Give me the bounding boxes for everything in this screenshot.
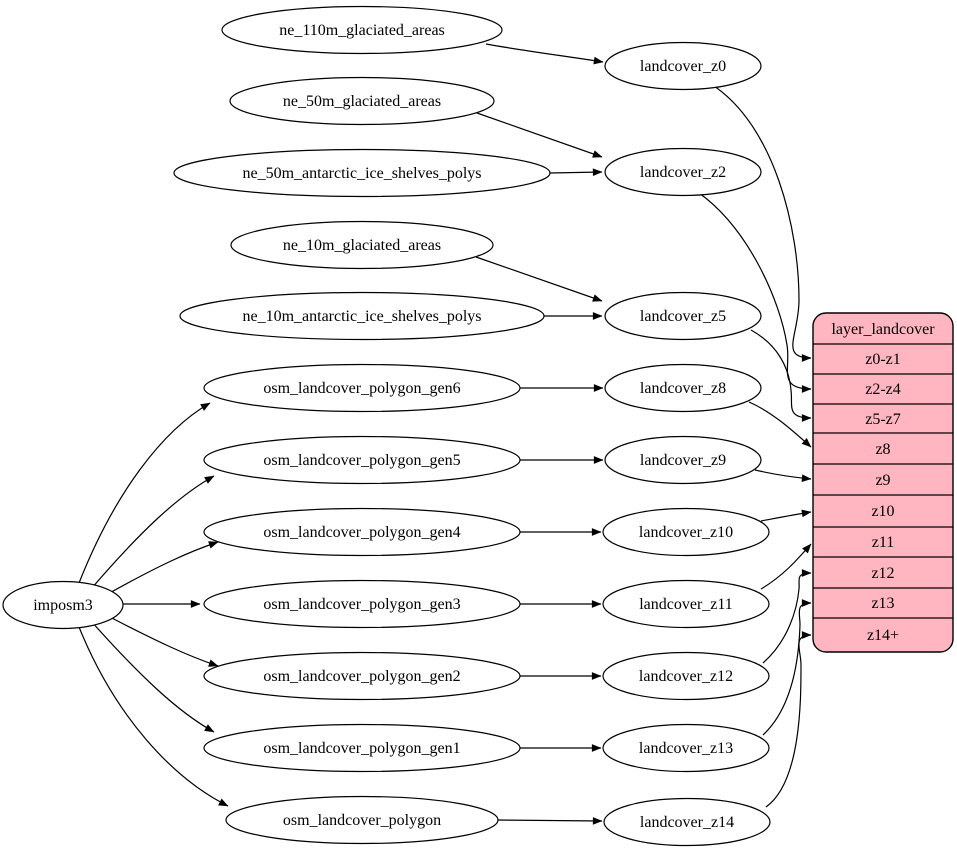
node-imposm3-label: imposm3: [33, 597, 93, 614]
table-row-z12: z12: [871, 565, 894, 582]
node-label: osm_landcover_polygon_gen4: [263, 524, 460, 541]
edges-layer: [78, 43, 812, 825]
edge-z14-to-row-z14plus: [765, 631, 812, 808]
node-landcover-z14: landcover_z14: [603, 797, 771, 847]
node-label: landcover_z10: [639, 524, 733, 541]
edge-ne10m-glaciated-to-z5: [475, 256, 603, 302]
node-landcover-z2: landcover_z2: [604, 147, 762, 197]
node-label: landcover_z8: [640, 380, 726, 397]
node-ne-10m-antarctic-ice-shelves-polys: ne_10m_antarctic_ice_shelves_polys: [179, 291, 545, 341]
node-label: osm_landcover_polygon_gen3: [263, 596, 460, 613]
node-ne-50m-glaciated-areas: ne_50m_glaciated_areas: [229, 76, 495, 126]
node-label: landcover_z14: [640, 814, 734, 831]
edge-z0-to-row-z0z1: [710, 83, 812, 362]
node-osm-landcover-polygon-gen1: osm_landcover_polygon_gen1: [203, 723, 521, 773]
node-label: osm_landcover_polygon: [283, 812, 441, 829]
node-label: osm_landcover_polygon_gen2: [263, 668, 460, 685]
node-osm-landcover-polygon-gen2: osm_landcover_polygon_gen2: [203, 651, 521, 701]
node-label: osm_landcover_polygon_gen1: [263, 740, 460, 757]
node-osm-landcover-polygon: osm_landcover_polygon: [225, 795, 499, 845]
edge-imposm3-to-gen6: [78, 402, 211, 584]
node-label: landcover_z13: [639, 740, 733, 757]
node-osm-landcover-polygon-gen4: osm_landcover_polygon_gen4: [203, 507, 521, 557]
node-landcover-z12: landcover_z12: [602, 651, 770, 701]
node-imposm3: imposm3: [2, 580, 124, 630]
node-label: ne_10m_antarctic_ice_shelves_polys: [242, 308, 481, 325]
node-osm-landcover-polygon-gen3: osm_landcover_polygon_gen3: [203, 579, 521, 629]
edge-z13-to-row-z13: [762, 599, 812, 736]
node-label: ne_10m_glaciated_areas: [283, 237, 441, 254]
edge-imposm3-to-gen4: [103, 541, 219, 597]
edge-polygon-to-z14: [497, 817, 603, 825]
table-row-z8: z8: [875, 441, 890, 458]
edge-imposm3-to-gen2: [103, 613, 219, 667]
table-row-z9: z9: [875, 472, 890, 489]
node-landcover-z8: landcover_z8: [604, 363, 762, 413]
edge-z11-to-row-z11: [760, 543, 812, 590]
node-landcover-z9: landcover_z9: [604, 435, 762, 485]
nodes-layer: imposm3 ne_110m_glaciated_areas ne_50m_g…: [2, 5, 771, 847]
edge-z5-to-row-z5z7: [750, 329, 812, 422]
node-label: ne_50m_antarctic_ice_shelves_polys: [242, 165, 481, 182]
node-ne-110m-glaciated-areas: ne_110m_glaciated_areas: [221, 5, 503, 55]
edge-ne50m-antarctic-to-z2: [549, 168, 603, 177]
node-ne-10m-glaciated-areas: ne_10m_glaciated_areas: [230, 220, 494, 270]
node-landcover-z0: landcover_z0: [604, 41, 762, 91]
node-landcover-z13: landcover_z13: [602, 723, 770, 773]
table-title: layer_landcover: [831, 321, 935, 338]
node-label: ne_50m_glaciated_areas: [283, 93, 441, 110]
table-row-z10: z10: [871, 503, 894, 520]
node-ne-50m-antarctic-ice-shelves-polys: ne_50m_antarctic_ice_shelves_polys: [173, 148, 551, 198]
node-label: landcover_z2: [640, 164, 726, 181]
node-label: ne_110m_glaciated_areas: [279, 22, 445, 39]
node-label: landcover_z0: [640, 58, 726, 75]
node-label: landcover_z5: [640, 308, 726, 325]
node-label: osm_landcover_polygon_gen6: [263, 380, 460, 397]
table-row-z13: z13: [871, 595, 894, 612]
node-label: osm_landcover_polygon_gen5: [263, 452, 460, 469]
edge-z8-to-row-z8: [748, 401, 812, 448]
node-osm-landcover-polygon-gen6: osm_landcover_polygon_gen6: [203, 363, 521, 413]
table-row-z5-z7: z5-z7: [865, 411, 901, 428]
node-landcover-z10: landcover_z10: [602, 507, 770, 557]
table-row-z14plus: z14+: [867, 627, 899, 644]
edge-imposm3-to-gen1: [90, 620, 215, 733]
edge-imposm3-to-polygon: [78, 626, 229, 807]
edge-z9-to-row-z9: [754, 469, 812, 482]
table-layer-landcover: layer_landcover z0-z1 z2-z4 z5-z7 z8 z9 …: [812, 312, 954, 653]
edge-z10-to-row-z10: [760, 509, 812, 522]
edge-imposm3-to-gen5: [90, 475, 215, 590]
node-label: landcover_z12: [639, 668, 733, 685]
edge-ne110m-to-z0: [485, 43, 604, 65]
table-row-z11: z11: [872, 534, 895, 551]
table-row-z0-z1: z0-z1: [865, 351, 901, 368]
table-row-z2-z4: z2-z4: [865, 381, 901, 398]
node-label: landcover_z9: [640, 452, 726, 469]
node-osm-landcover-polygon-gen5: osm_landcover_polygon_gen5: [203, 435, 521, 485]
node-landcover-z5: landcover_z5: [604, 291, 762, 341]
edge-ne50m-glaciated-to-z2: [476, 112, 603, 158]
node-landcover-z11: landcover_z11: [602, 579, 770, 629]
edge-z2-to-row-z2z4: [698, 192, 812, 393]
edge-z12-to-row-z12: [762, 569, 812, 664]
node-label: landcover_z11: [639, 596, 733, 613]
